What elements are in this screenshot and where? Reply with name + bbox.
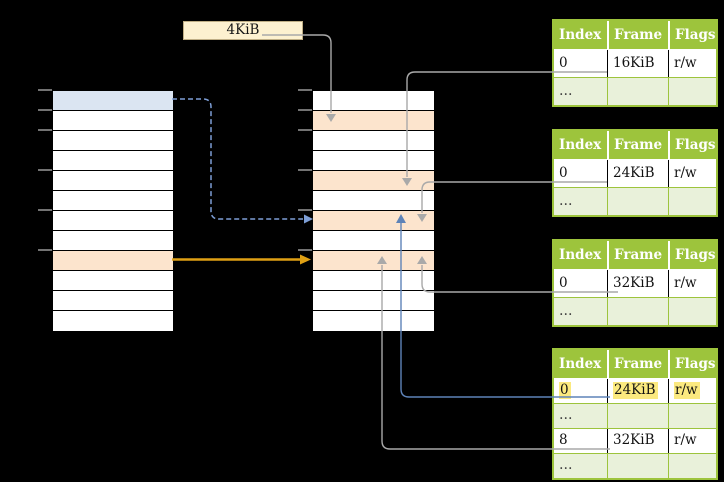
memory-row-orange bbox=[313, 111, 434, 131]
highlighted-value: 24KiB bbox=[613, 382, 658, 399]
memory-row-white bbox=[313, 151, 434, 171]
page-table-header-cell: Flags bbox=[668, 241, 716, 269]
memory-row-white bbox=[53, 231, 173, 251]
page-table-row: … bbox=[554, 77, 716, 105]
memory-row-white bbox=[313, 91, 434, 111]
memory-row-white bbox=[313, 131, 434, 151]
memory-row-white bbox=[313, 311, 434, 331]
page-table-header-cell: Index bbox=[559, 356, 602, 372]
page-table-cell: 8 bbox=[559, 432, 568, 448]
page-table-cell: r/w bbox=[668, 270, 716, 297]
page-table-cell: 24KiB bbox=[607, 379, 668, 403]
page-table-header-cell: Index bbox=[559, 247, 602, 263]
memory-row-white bbox=[313, 291, 434, 311]
memory-row-white bbox=[53, 171, 173, 191]
page-table-cell bbox=[607, 298, 668, 325]
page-table-cell bbox=[607, 188, 668, 215]
highlighted-value: 0 bbox=[559, 382, 571, 399]
memory-row-white bbox=[313, 191, 434, 211]
page-table-row: … bbox=[554, 187, 716, 215]
page-table-header-cell: Flags bbox=[668, 21, 716, 49]
page-table-row: … bbox=[554, 403, 716, 428]
page-table-cell bbox=[607, 454, 668, 478]
memory-row-white bbox=[53, 151, 173, 171]
page-table-cell: … bbox=[559, 407, 573, 423]
memory-row-white bbox=[53, 111, 173, 131]
page-table-cell bbox=[668, 404, 716, 428]
highlighted-value: r/w bbox=[674, 382, 700, 399]
page-table-row: 0 24KiB r/w bbox=[554, 379, 716, 403]
memory-row-orange bbox=[313, 251, 434, 271]
page-size-label-text: 4KiB bbox=[226, 22, 260, 38]
virtual-memory-column bbox=[52, 90, 174, 332]
arrow-line bbox=[172, 98, 303, 220]
memory-row-white bbox=[53, 291, 173, 311]
page-table-cell: r/w bbox=[668, 379, 716, 403]
page-table-header-cell: Flags bbox=[668, 350, 716, 378]
memory-row-orange bbox=[313, 211, 434, 231]
page-table-cell: 24KiB bbox=[607, 160, 668, 187]
page-table-cell: 16KiB bbox=[607, 50, 668, 77]
page-table-cell bbox=[607, 404, 668, 428]
memory-row-white bbox=[313, 231, 434, 251]
page-table-header-cell: Frame bbox=[607, 21, 668, 49]
arrow-virtual-page-to-frame-dashed bbox=[172, 98, 313, 224]
page-table-cell: r/w bbox=[668, 429, 716, 453]
page-table-header-cell: Frame bbox=[607, 131, 668, 159]
memory-row-orange bbox=[313, 171, 434, 191]
page-table-cell: … bbox=[559, 303, 573, 319]
memory-row-white bbox=[53, 131, 173, 151]
memory-row-orange bbox=[53, 251, 173, 271]
page-table-cell: r/w bbox=[668, 160, 716, 187]
page-table-cell: … bbox=[559, 83, 573, 99]
page-table-cell: … bbox=[559, 193, 573, 209]
page-table-cell: 0 bbox=[559, 275, 568, 291]
page-table-row: … bbox=[554, 453, 716, 478]
page-table-header-cell: Frame bbox=[607, 350, 668, 378]
page-table-cell: r/w bbox=[668, 50, 716, 77]
memory-row-white bbox=[313, 271, 434, 291]
arrow-virtual-page-to-frame-orange bbox=[172, 254, 311, 265]
page-table-row: … bbox=[554, 297, 716, 325]
page-table-cell: 0 bbox=[559, 165, 568, 181]
memory-row-white bbox=[53, 191, 173, 211]
page-table-header-cell: Index bbox=[559, 137, 602, 153]
page-table-cell: 32KiB bbox=[607, 270, 668, 297]
page-table-cell bbox=[668, 454, 716, 478]
page-table-cell bbox=[607, 78, 668, 105]
page-table-header-cell: Flags bbox=[668, 131, 716, 159]
memory-row-blue bbox=[53, 91, 173, 111]
memory-row-white bbox=[53, 311, 173, 331]
page-table-cell: 32KiB bbox=[607, 429, 668, 453]
page-table-cell: … bbox=[559, 457, 573, 473]
page-table-header-cell: Index bbox=[559, 27, 602, 43]
page-table-header-cell: Frame bbox=[607, 241, 668, 269]
page-table-cell bbox=[668, 298, 716, 325]
page-table-cell bbox=[668, 188, 716, 215]
page-size-label: 4KiB bbox=[183, 21, 303, 40]
page-table-cell: 0 bbox=[559, 55, 568, 71]
memory-row-white bbox=[53, 271, 173, 291]
memory-row-white bbox=[53, 211, 173, 231]
page-table-cell: 0 bbox=[554, 379, 607, 403]
arrowhead-icon bbox=[300, 254, 311, 265]
page-table-cell bbox=[668, 78, 716, 105]
physical-memory-column bbox=[312, 90, 435, 332]
